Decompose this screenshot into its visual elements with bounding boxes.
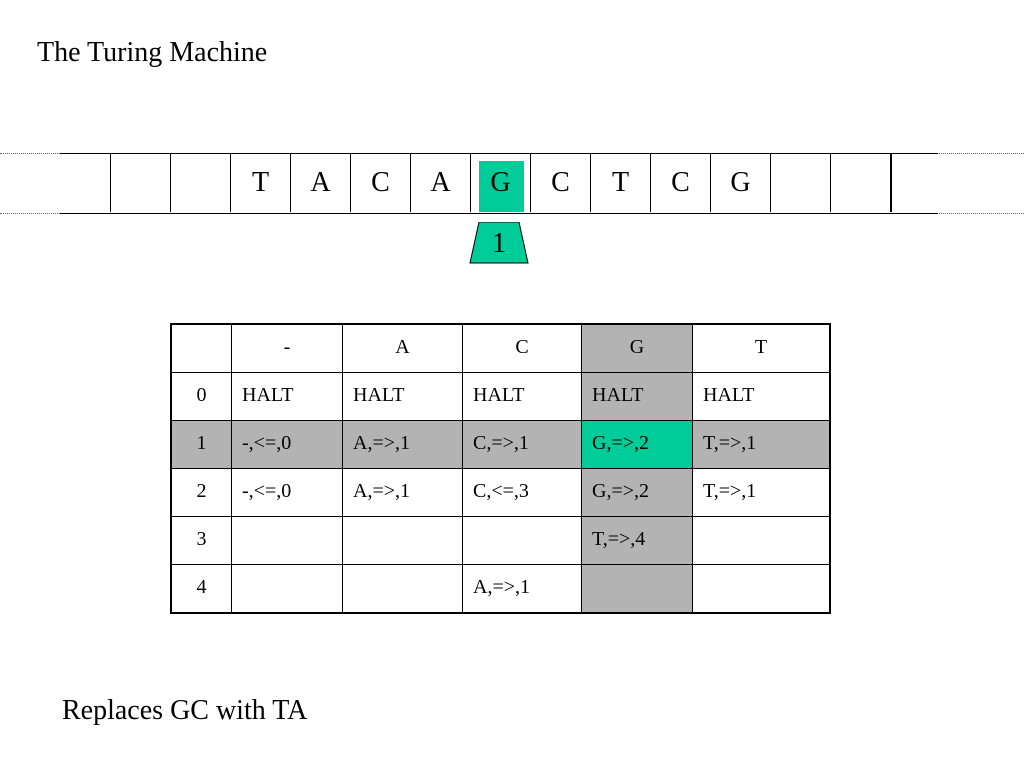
table-cell [342, 564, 463, 614]
active-rule-cell: G,=>,2 [581, 420, 693, 469]
table-cell: HALT [231, 372, 343, 421]
head-highlight [479, 161, 524, 212]
page-title: The Turing Machine [37, 37, 268, 68]
table-cell: HALT [692, 372, 831, 421]
head-shape [469, 222, 529, 264]
table-header-cell [170, 323, 232, 373]
caption: Replaces GC with TA [62, 695, 308, 726]
table-cell: HALT [342, 372, 463, 421]
state-cell: 4 [170, 564, 232, 614]
table-cell: T,=>,1 [692, 420, 831, 469]
table-row-highlighted: 1 -,<=,0 A,=>,1 C,=>,1 G,=>,2 T,=>,1 [170, 420, 831, 469]
tape-cell: T [230, 153, 290, 212]
table-cell: G,=>,2 [581, 468, 693, 517]
table-cell: HALT [581, 372, 693, 421]
tape-cell: C [350, 153, 410, 212]
machine-head: 1 [469, 222, 529, 264]
tape-cell: A [290, 153, 350, 212]
table-cell: HALT [462, 372, 582, 421]
table-cell [342, 516, 463, 565]
state-cell: 3 [170, 516, 232, 565]
tape-cell [770, 153, 830, 212]
table-cell: A,=>,1 [342, 468, 463, 517]
transition-table: - A C G T 0 HALT HALT HALT HALT HALT 1 -… [170, 323, 831, 614]
table-cell: A,=>,1 [342, 420, 463, 469]
tape: T A C A G C T C G [50, 153, 940, 213]
state-cell: 1 [170, 420, 232, 469]
table-header-cell: C [462, 323, 582, 373]
state-cell: 0 [170, 372, 232, 421]
table-cell [231, 564, 343, 614]
table-row: 3 T,=>,4 [170, 516, 831, 565]
table-cell [231, 516, 343, 565]
table-cell: C,=>,1 [462, 420, 582, 469]
table-header-cell: - [231, 323, 343, 373]
tape-cell: A [410, 153, 470, 212]
table-header-cell: T [692, 323, 831, 373]
table-cell [692, 564, 831, 614]
tape-cell: C [650, 153, 710, 212]
table-cell: A,=>,1 [462, 564, 582, 614]
table-cell [692, 516, 831, 565]
tape-cell: G [710, 153, 770, 212]
tape-bottom-edge [60, 213, 938, 214]
table-cell: -,<=,0 [231, 468, 343, 517]
table-cell [462, 516, 582, 565]
table-cell [581, 564, 693, 614]
table-header-cell: G [581, 323, 693, 373]
table-row: 2 -,<=,0 A,=>,1 C,<=,3 G,=>,2 T,=>,1 [170, 468, 831, 517]
tape-cell: T [590, 153, 650, 212]
table-header-row: - A C G T [170, 323, 831, 373]
table-row: 4 A,=>,1 [170, 564, 831, 614]
table-cell: T,=>,4 [581, 516, 693, 565]
table-cell: C,<=,3 [462, 468, 582, 517]
head-state-label: 1 [492, 228, 506, 259]
table-cell: T,=>,1 [692, 468, 831, 517]
state-cell: 2 [170, 468, 232, 517]
tape-top-edge [60, 153, 938, 154]
tape-cell-head: G [470, 153, 530, 212]
tape-cell [830, 153, 890, 212]
table-cell: -,<=,0 [231, 420, 343, 469]
tape-cell [890, 153, 892, 212]
tape-cell: C [530, 153, 590, 212]
tape-cell [170, 153, 230, 212]
tape-cell [110, 153, 170, 212]
table-header-cell: A [342, 323, 463, 373]
table-row: 0 HALT HALT HALT HALT HALT [170, 372, 831, 421]
